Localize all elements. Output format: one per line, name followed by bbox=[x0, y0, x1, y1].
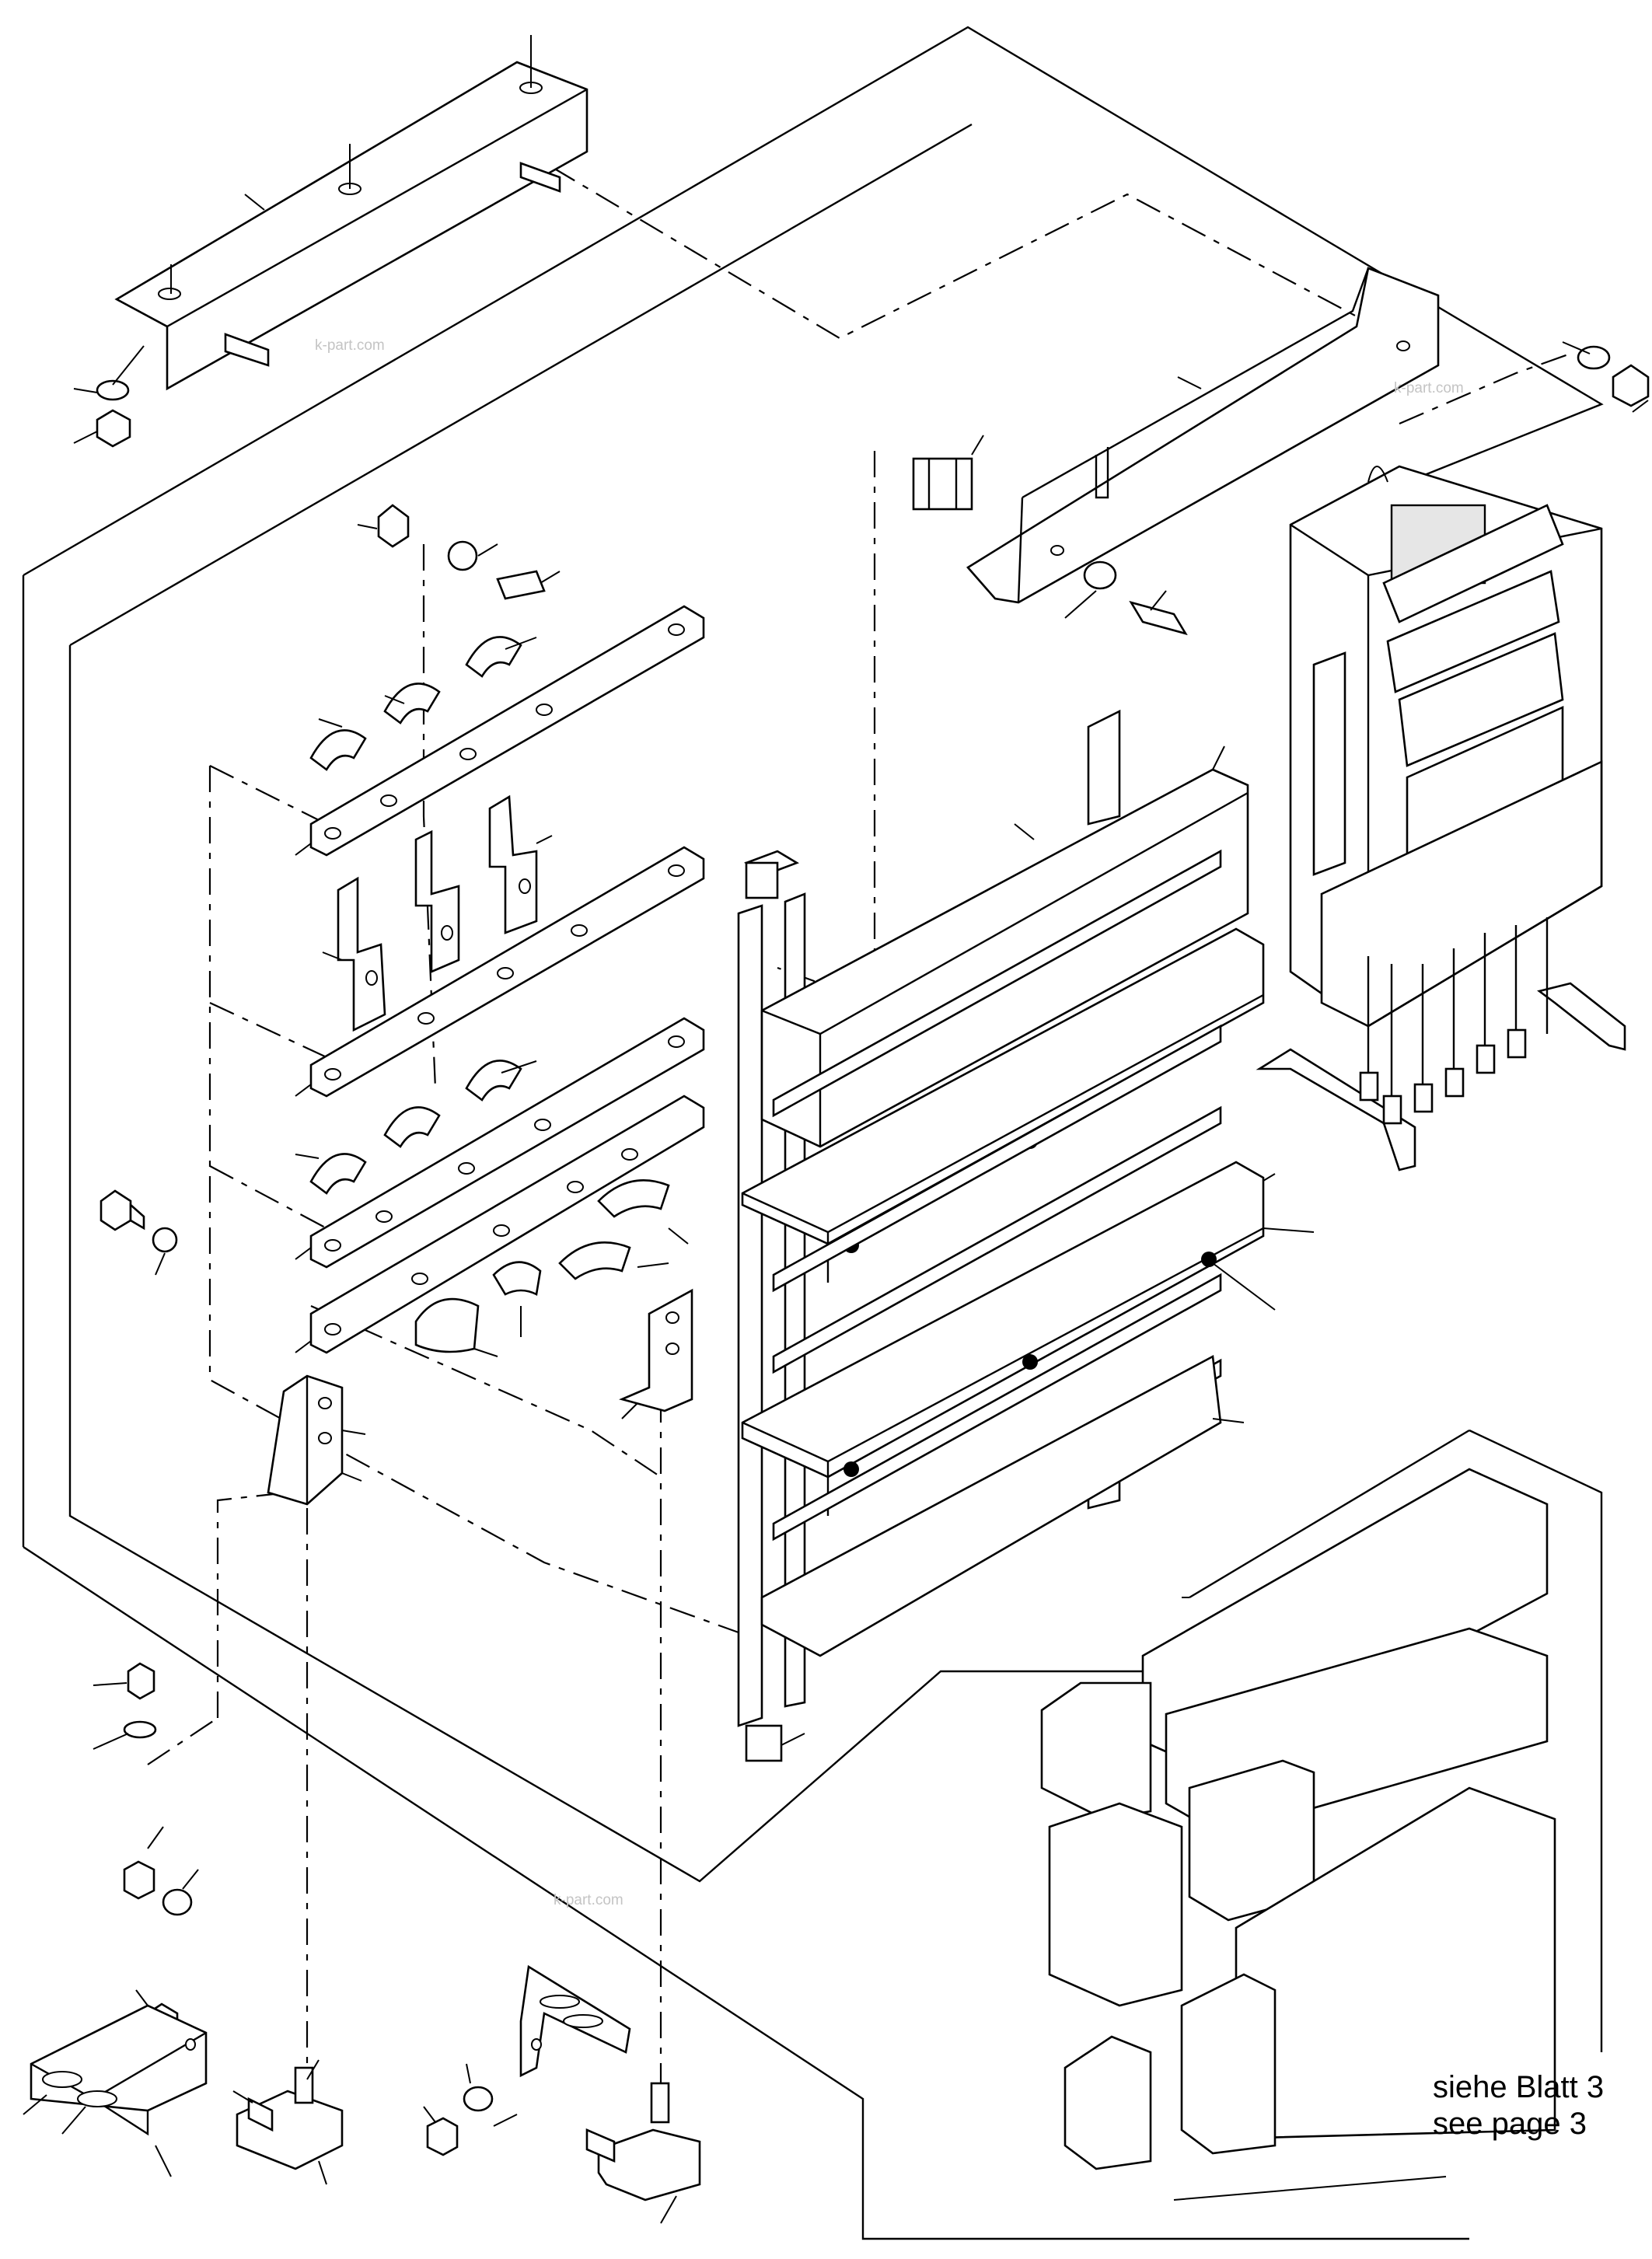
upper-clip bbox=[912, 435, 984, 511]
din-rail-frame bbox=[737, 709, 1315, 1762]
dashed-guide-lines bbox=[147, 166, 1571, 2099]
left-bolt-and-washer bbox=[100, 1189, 178, 1276]
control-cabinet bbox=[1256, 465, 1626, 1171]
cable-clamps bbox=[295, 636, 689, 1357]
watermark-label: k-part.com bbox=[315, 337, 385, 354]
bottom-hardware bbox=[23, 1662, 701, 2224]
reference-note-german: siehe Blatt 3 bbox=[1433, 2070, 1604, 2104]
watermark-label: k-part.com bbox=[1394, 380, 1464, 396]
mounting-strips bbox=[295, 605, 705, 1354]
right-nut-and-washer bbox=[1562, 341, 1650, 413]
right-angle-bracket bbox=[966, 267, 1440, 604]
upper-bolts bbox=[357, 504, 1188, 636]
mounting-angles bbox=[267, 1288, 693, 1506]
assembly-boundary-lines bbox=[22, 26, 1604, 2240]
watermark-label: k-part.com bbox=[554, 1892, 623, 1908]
reference-note-english: see page 3 bbox=[1433, 2107, 1587, 2141]
wire-guide-plates bbox=[322, 794, 553, 1032]
terminal-block-assemblies bbox=[1040, 1468, 1556, 2201]
top-mounting-bracket bbox=[73, 35, 589, 448]
